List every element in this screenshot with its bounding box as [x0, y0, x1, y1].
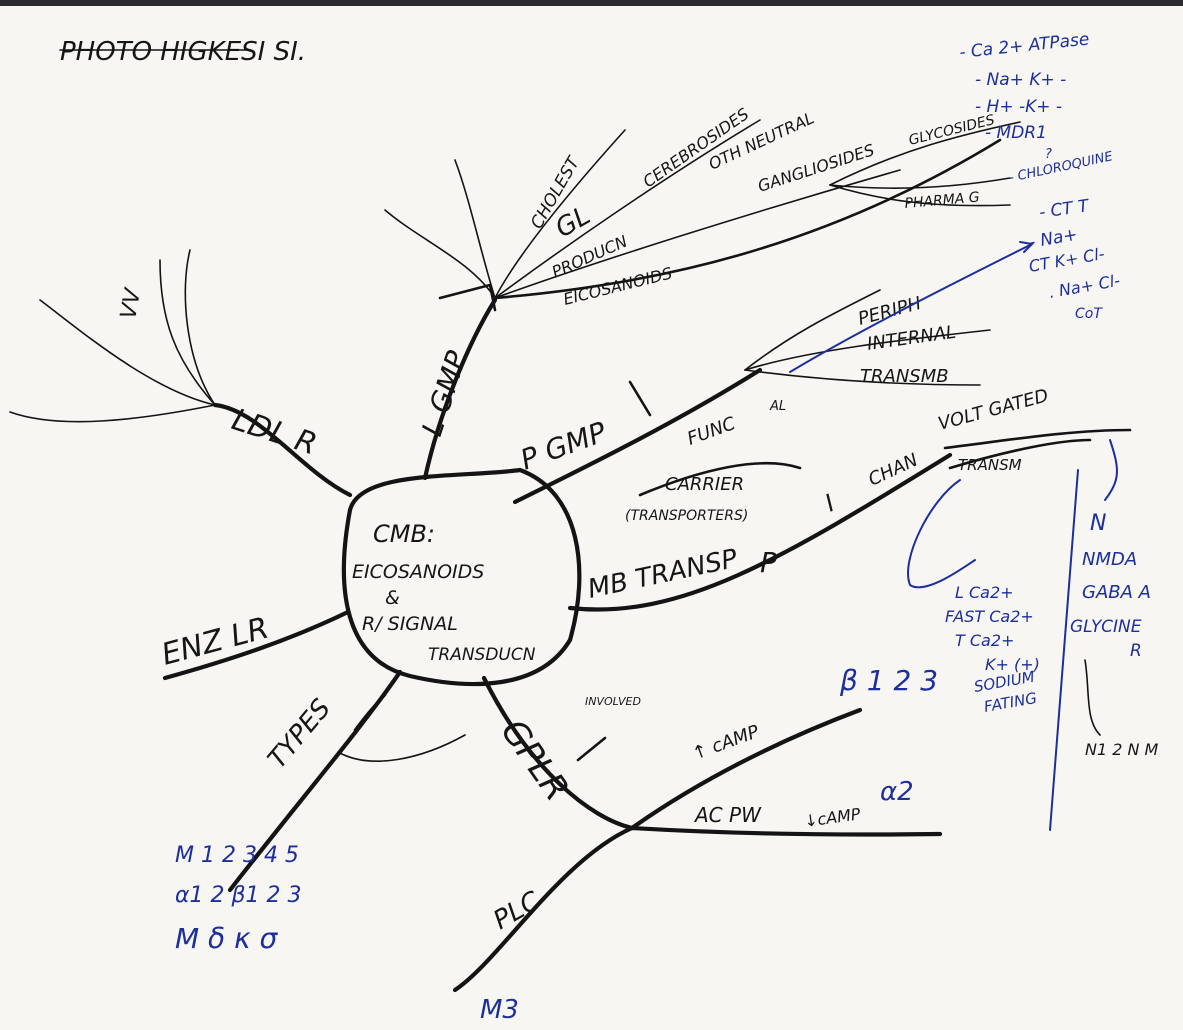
note-fast: FAST Ca2+	[945, 607, 1034, 626]
internal-line	[744, 329, 991, 371]
ion-chan-label: CHAN	[865, 450, 921, 491]
ldlr-fan-1	[159, 259, 216, 406]
transporters-label: (TRANSPORTERS)	[625, 508, 748, 524]
lgmp-fan-3	[494, 129, 626, 299]
ldlr-fan-4	[184, 249, 216, 406]
p-label: P	[760, 546, 777, 579]
ion-i-label: I	[821, 489, 839, 517]
mbtransp-label: MB TRANSP	[585, 544, 740, 605]
ldlr-fan-3	[9, 404, 216, 423]
branch-enzlr	[162, 609, 351, 681]
carrier-line	[638, 461, 802, 497]
transmb-label: TRANSMB	[860, 366, 949, 387]
center-line2: EICOSANOIDS	[352, 561, 484, 583]
branch-ldlr	[212, 402, 353, 498]
up-camp-line	[629, 707, 863, 831]
note-chloroquine: - CHLOROQUINE	[1008, 149, 1115, 186]
header-scribble: PHOTO HIGKESI SI.	[60, 37, 306, 67]
note-gaba: GABA A	[1082, 582, 1151, 603]
note-r: R	[1130, 641, 1142, 661]
note-ct-t: - CT T	[1038, 196, 1091, 223]
types-bracket	[353, 693, 387, 732]
pharma-line-1	[829, 177, 1011, 189]
down-camp-label: ↓cAMP	[803, 804, 862, 831]
plc-line	[452, 825, 635, 993]
note-ttype: T Ca2+	[955, 631, 1014, 650]
note-glycine: GLYCINE	[1070, 617, 1142, 637]
glycosides-label: GLYCOSIDES	[907, 112, 996, 149]
gplr-sup: INVOLVED	[585, 695, 641, 708]
window-top-bar	[0, 0, 1183, 6]
note-alpha2: α2	[880, 777, 914, 807]
note-n: N	[1090, 511, 1106, 536]
central-node-outline	[341, 467, 582, 687]
transm-label: TRANSM	[958, 456, 1022, 474]
pharma-label: PHARMA G	[904, 189, 980, 212]
pgmp-label: P GMP	[516, 415, 611, 476]
lgmp-fan-6	[493, 138, 1002, 300]
carrier-label: CARRIER	[665, 474, 744, 495]
center-line4: R/ SIGNAL	[362, 613, 458, 635]
note-nmda: NMDA	[1082, 549, 1137, 570]
blue-divider	[1049, 469, 1079, 831]
note-mdk: M δ κ σ	[175, 922, 278, 955]
note-m-list: M 1 2 3 4 5	[175, 843, 299, 868]
voltgated-label: VOLT GATED	[936, 385, 1051, 435]
acpw-label: AC PW	[693, 803, 762, 827]
vv-label: VV	[116, 285, 146, 321]
pgmp-bracket	[628, 380, 652, 417]
glycosides-line	[829, 121, 1021, 186]
note-na-k: - Na+ K+ -	[975, 70, 1066, 90]
branch-pgmp	[512, 367, 763, 505]
note-ca-atpase: - Ca 2+ ATPase	[958, 29, 1090, 63]
lgmp-fan-4	[494, 119, 761, 299]
note-beta: β 1 2 3	[839, 664, 938, 697]
types-arrow	[337, 734, 466, 762]
note-n-list: N1 2 N M	[1085, 740, 1159, 759]
blue-arrowhead-1	[1019, 241, 1035, 253]
blue-link-arrow	[789, 244, 1031, 373]
transm-line	[948, 438, 1092, 470]
note-m3: M3	[480, 995, 519, 1025]
funcal-sup: AL	[769, 399, 786, 414]
ldlr-fan-2	[39, 299, 216, 406]
types-label: TYPES	[262, 694, 337, 775]
periph-label: PERIPH	[856, 293, 924, 330]
note-ltype: L Ca2+	[955, 583, 1014, 602]
lgmp-fan-1	[384, 209, 496, 299]
note-ab-list: α1 2 β1 2 3	[175, 883, 302, 908]
down-camp-line	[629, 825, 943, 837]
gplr-bracket	[576, 736, 607, 762]
center-line5: TRANSDUCN	[428, 645, 536, 665]
center-line3: &	[385, 587, 400, 609]
transmb-line	[744, 369, 981, 386]
pharma-line-2	[829, 184, 1011, 207]
note-mdr1: - MDR1	[985, 123, 1047, 143]
branch-lgmp	[422, 297, 498, 481]
lgmp-bracket	[438, 283, 497, 312]
note-kplus: K+ (+)	[985, 655, 1040, 674]
blue-arrow-transm	[1104, 439, 1118, 501]
blue-arrow-voltgated	[907, 479, 976, 589]
note-cot: CoT	[1075, 306, 1103, 322]
note-q: ?	[1045, 147, 1052, 162]
lgmp-label: L GMP	[415, 347, 473, 440]
note-h-k: - H+ -K+ -	[975, 97, 1062, 117]
note-nacl: . Na+ Cl-	[1047, 271, 1121, 302]
gplr-label: GPLR	[493, 712, 577, 808]
funcal-label: FUNC	[685, 413, 739, 450]
n-list-link	[1084, 659, 1101, 736]
ldlr-label: LDL R	[228, 402, 321, 462]
center-title: CMB:	[373, 520, 435, 548]
periph-line	[744, 289, 881, 371]
branch-mbtransp	[567, 452, 953, 612]
branch-gplr	[481, 675, 635, 831]
voltgated-line	[943, 428, 1132, 450]
lgmp-fan-2	[454, 159, 496, 299]
internal-label: INTERNAL	[866, 322, 958, 355]
